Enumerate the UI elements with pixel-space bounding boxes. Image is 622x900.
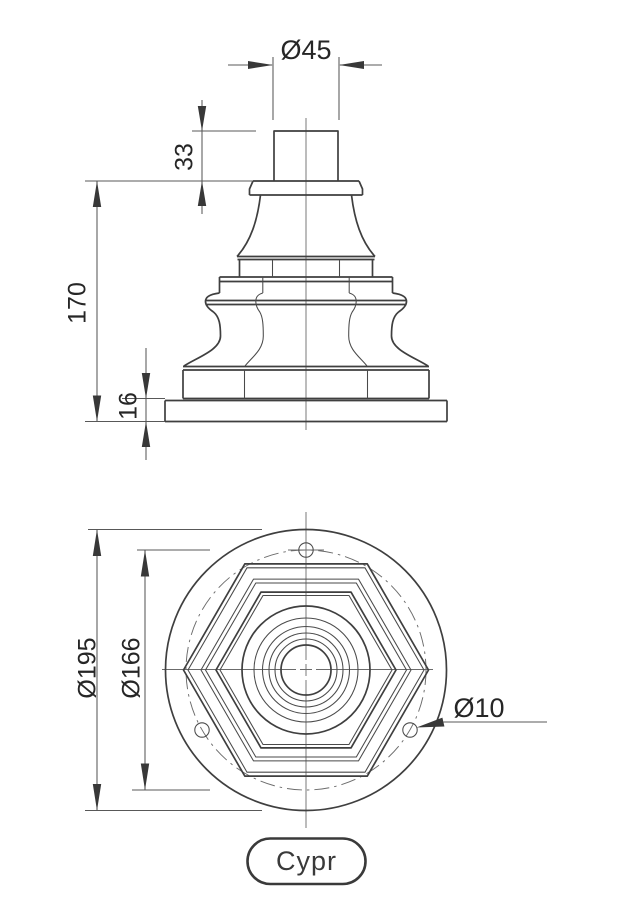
arrowhead [140, 550, 150, 577]
dimension-value-base-thickness: 16 [115, 392, 143, 420]
bolt-hole-top [298, 542, 314, 558]
front-elevation-view: Ø45 33 170 16 [64, 35, 448, 460]
part-label-border [246, 837, 367, 886]
dimension-value-neck-height: 33 [171, 143, 199, 171]
base-plate-circle [164, 528, 448, 812]
hexagon-skirt-inner [187, 567, 425, 773]
dimension-value-top-diameter: Ø45 [280, 35, 331, 65]
bolt-hole-lower-right [402, 722, 418, 738]
hexagon-torus-inner [204, 582, 408, 758]
dimension-bolt-circle-diameter: Ø166 [118, 549, 210, 791]
bolt-circle [185, 549, 427, 791]
hexagon-abacus-inner [219, 594, 393, 746]
elevation-outline [164, 130, 448, 423]
arrowhead [141, 421, 151, 447]
dimension-value-overall-height: 170 [64, 282, 92, 324]
arrowhead [92, 395, 102, 422]
dimension-top-diameter: Ø45 [228, 35, 382, 120]
hexagon-abacus-outer [215, 591, 397, 749]
elevation-hexagon-edges [243, 260, 369, 399]
dimension-value-base-plate-diameter: Ø195 [74, 637, 102, 698]
dimension-base-plate-diameter: Ø195 [74, 528, 262, 812]
part-label-text: Cypr [276, 846, 337, 876]
extension-lines [85, 180, 253, 423]
extension-lines [272, 57, 340, 120]
arrowhead [197, 106, 207, 131]
dimension-bolt-hole-diameter: Ø10 [416, 693, 547, 728]
plan-view: Ø195 Ø166 Ø10 [74, 512, 547, 828]
arrowhead [92, 181, 102, 207]
arrowhead [248, 61, 273, 69]
arrowhead [140, 763, 150, 790]
dimension-value-bolt-hole-diameter: Ø10 [453, 693, 504, 723]
arrowhead [416, 717, 445, 728]
dimension-base-thickness: 16 [115, 348, 165, 460]
arrowhead [92, 529, 102, 556]
arrowhead [141, 373, 151, 399]
spigot-circle [280, 644, 332, 696]
collar-circle [253, 617, 359, 723]
dimension-neck-height: 33 [171, 100, 256, 214]
arrowhead [197, 181, 207, 206]
bell-rim-circle [241, 605, 371, 735]
dimension-overall-height: 170 [64, 180, 253, 423]
arrowhead [92, 784, 102, 811]
hexagon-torus-outer [200, 578, 412, 762]
extension-lines [85, 528, 262, 812]
dimension-value-bolt-circle-diameter: Ø166 [118, 637, 146, 698]
hexagon-skirt-outer [182, 563, 430, 777]
bolt-hole-lower-left [194, 722, 210, 738]
shoulder-circle [268, 632, 344, 708]
part-label: Cypr [246, 837, 367, 886]
bell-top-circle [261, 625, 351, 715]
neck-circle [274, 638, 338, 702]
arrowhead [339, 61, 364, 69]
